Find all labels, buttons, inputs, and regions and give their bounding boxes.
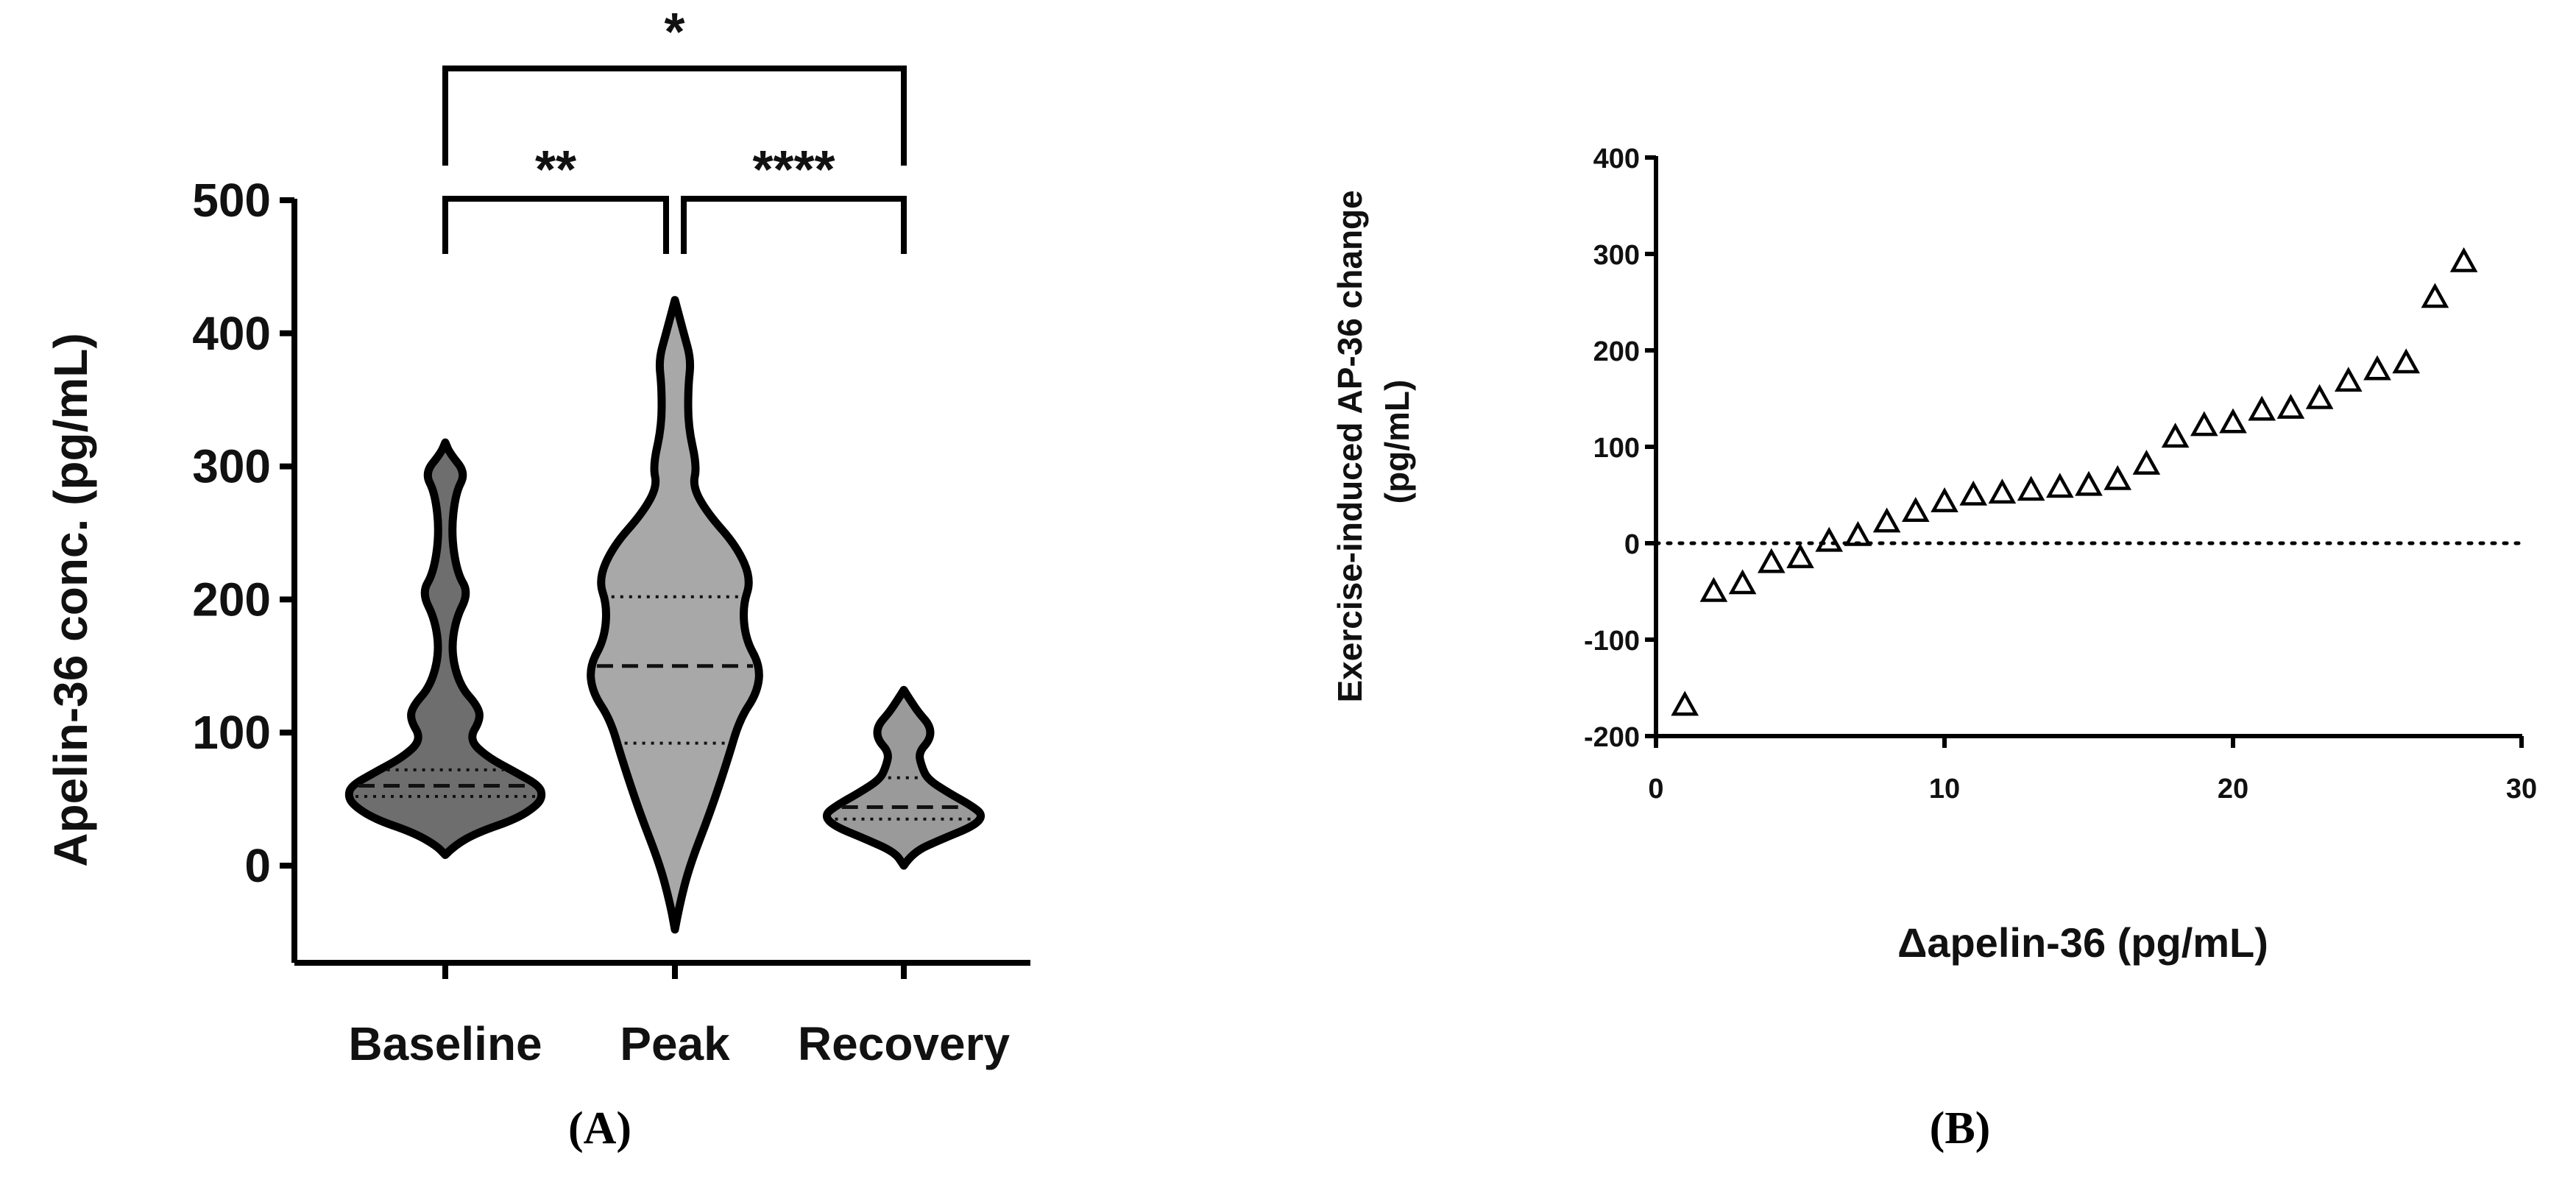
panel-b-scatter-chart: -200 -100 0 100 200 300 400 0 10 20 30 Δapelin-36… bbox=[1331, 144, 2537, 1153]
y-tick-label: 500 bbox=[192, 174, 271, 227]
x-tick-label: 30 bbox=[2506, 774, 2537, 805]
data-point-triangle bbox=[2219, 408, 2247, 434]
y-tick-label: 0 bbox=[1624, 529, 1640, 560]
y-axis-label-line-1: Exercise-induced AP-36 change bbox=[1331, 190, 1369, 702]
data-point-triangle bbox=[2363, 355, 2391, 381]
data-point-triangle bbox=[2248, 395, 2276, 421]
data-point-triangle bbox=[2190, 411, 2218, 436]
data-point-triangle bbox=[1988, 478, 2017, 504]
data-point-triangle bbox=[2161, 423, 2190, 448]
data-point-triangle bbox=[1959, 480, 1988, 506]
y-tick-label: -100 bbox=[1584, 626, 1640, 657]
data-point-triangle bbox=[1757, 548, 1786, 573]
x-tick-label: 10 bbox=[1929, 774, 1960, 805]
violin-body bbox=[822, 685, 986, 870]
y-ticks: -200 -100 0 100 200 300 400 bbox=[1584, 144, 1656, 753]
y-tick-label: 100 bbox=[192, 706, 271, 759]
panel-label-b: (B) bbox=[1930, 1103, 1991, 1153]
x-ticks: Baseline Peak Recovery bbox=[348, 963, 1011, 1070]
panel-b-axes bbox=[1654, 156, 2522, 738]
data-point-triangle bbox=[2017, 476, 2045, 501]
y-ticks: 0 100 200 300 400 500 bbox=[192, 174, 294, 892]
data-point-triangle bbox=[1872, 507, 1901, 533]
violin-body bbox=[344, 438, 546, 859]
violin-body bbox=[587, 296, 763, 934]
violin-group bbox=[344, 296, 986, 934]
x-tick-label: 20 bbox=[2218, 774, 2248, 805]
data-point-triangle bbox=[1699, 576, 1728, 602]
x-tick-label: Recovery bbox=[798, 1017, 1011, 1070]
violin-recovery bbox=[822, 685, 986, 870]
data-point-triangle bbox=[1901, 497, 1930, 523]
significance-label: * bbox=[664, 3, 684, 62]
y-tick-label: -200 bbox=[1584, 722, 1640, 753]
x-tick-label: Peak bbox=[620, 1017, 730, 1070]
data-point-triangle bbox=[1815, 526, 1844, 552]
panel-label-a: (A) bbox=[568, 1103, 631, 1153]
data-point-triangle bbox=[2132, 449, 2161, 475]
significance-label: ** bbox=[535, 141, 576, 199]
x-axis-label: Δapelin-36 (pg/mL) bbox=[1897, 919, 2268, 966]
data-point-triangle bbox=[2075, 470, 2103, 496]
bracket-baseline-peak bbox=[442, 196, 669, 254]
violin-peak bbox=[587, 296, 763, 934]
y-tick-label: 200 bbox=[192, 573, 271, 626]
y-axis-label-line-2: (pg/mL) bbox=[1378, 380, 1416, 504]
x-tick-label: 0 bbox=[1648, 774, 1663, 805]
y-tick-label: 0 bbox=[244, 839, 271, 892]
y-tick-label: 200 bbox=[1593, 336, 1640, 367]
data-point-triangle bbox=[1844, 520, 1872, 546]
data-point-triangle bbox=[2334, 367, 2363, 392]
data-point-triangle bbox=[2305, 384, 2334, 409]
bracket-peak-recovery bbox=[681, 196, 907, 254]
panel-a-axes bbox=[291, 199, 1030, 966]
y-axis-label: Exercise-induced AP-36 change (pg/mL) bbox=[1331, 180, 1416, 702]
y-tick-label: 300 bbox=[192, 440, 271, 493]
data-point-triangle bbox=[1671, 690, 1699, 716]
scatter-points bbox=[1671, 247, 2478, 716]
significance-label: **** bbox=[752, 141, 835, 199]
violin-baseline bbox=[344, 438, 546, 859]
y-tick-label: 400 bbox=[192, 307, 271, 360]
data-point-triangle bbox=[2421, 283, 2449, 308]
y-tick-label: 400 bbox=[1593, 144, 1640, 174]
y-tick-label: 300 bbox=[1593, 240, 1640, 271]
data-point-triangle bbox=[1786, 543, 1814, 568]
y-axis-label: Apelin-36 conc. (pg/mL) bbox=[44, 333, 97, 866]
data-point-triangle bbox=[1931, 487, 1958, 512]
data-point-triangle bbox=[2103, 464, 2132, 490]
bracket-baseline-recovery bbox=[442, 66, 907, 166]
data-point-triangle bbox=[2449, 247, 2478, 272]
data-point-triangle bbox=[1728, 569, 1757, 595]
significance-brackets: ******* bbox=[442, 3, 907, 254]
x-ticks: 0 10 20 30 bbox=[1648, 736, 2537, 805]
y-tick-label: 100 bbox=[1593, 433, 1640, 464]
x-tick-label: Baseline bbox=[348, 1017, 542, 1070]
data-point-triangle bbox=[2045, 473, 2074, 498]
data-point-triangle bbox=[2276, 393, 2305, 419]
data-point-triangle bbox=[2392, 348, 2421, 374]
